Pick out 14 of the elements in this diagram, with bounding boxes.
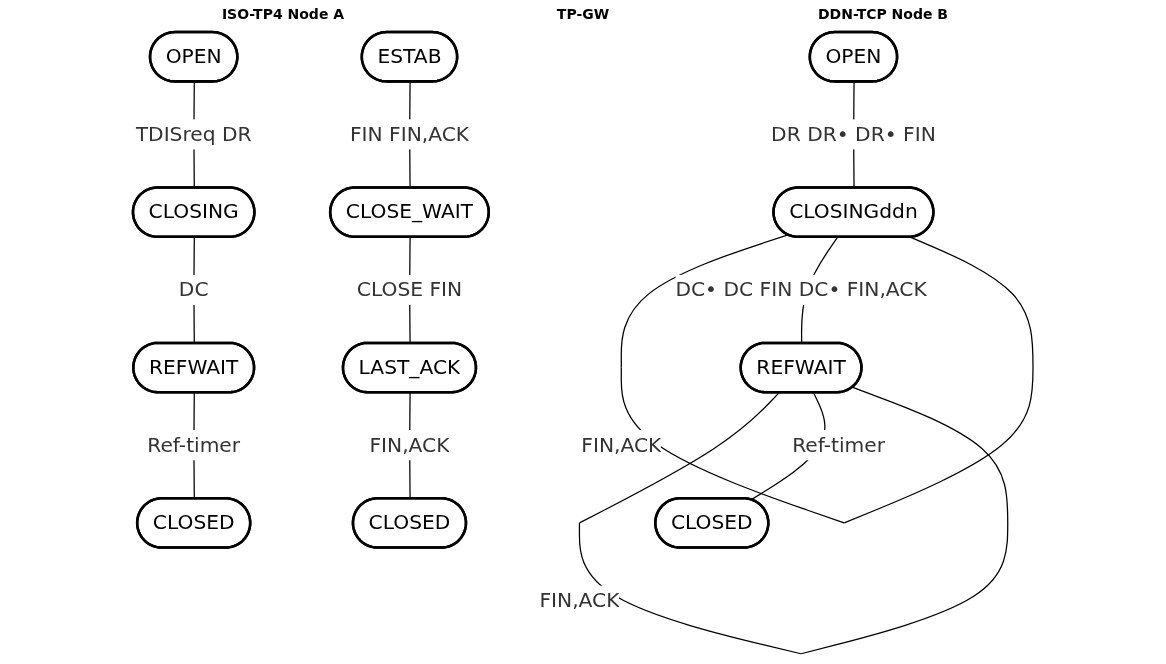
column-heading: TP-GW — [555, 6, 611, 22]
edge-label: DC• DC FIN DC• FIN,ACK — [675, 277, 927, 302]
edge-label: DC — [178, 277, 209, 302]
edge-label: TDISreq DR — [135, 121, 252, 146]
edge-label: FIN,ACK — [539, 588, 620, 613]
edge-label: Ref-timer — [147, 432, 241, 457]
edge-label: FIN,ACK — [369, 432, 450, 457]
column-heading: ISO-TP4 Node A — [220, 6, 346, 22]
column-heading: DDN-TCP Node B — [816, 6, 950, 22]
edge-label: CLOSE FIN — [356, 277, 463, 302]
edge-label: FIN FIN,ACK — [349, 121, 470, 146]
edge-label: DR DR• DR• FIN — [771, 121, 936, 146]
edge-label: Ref-timer — [792, 432, 886, 457]
edge-label: FIN,ACK — [581, 432, 662, 457]
